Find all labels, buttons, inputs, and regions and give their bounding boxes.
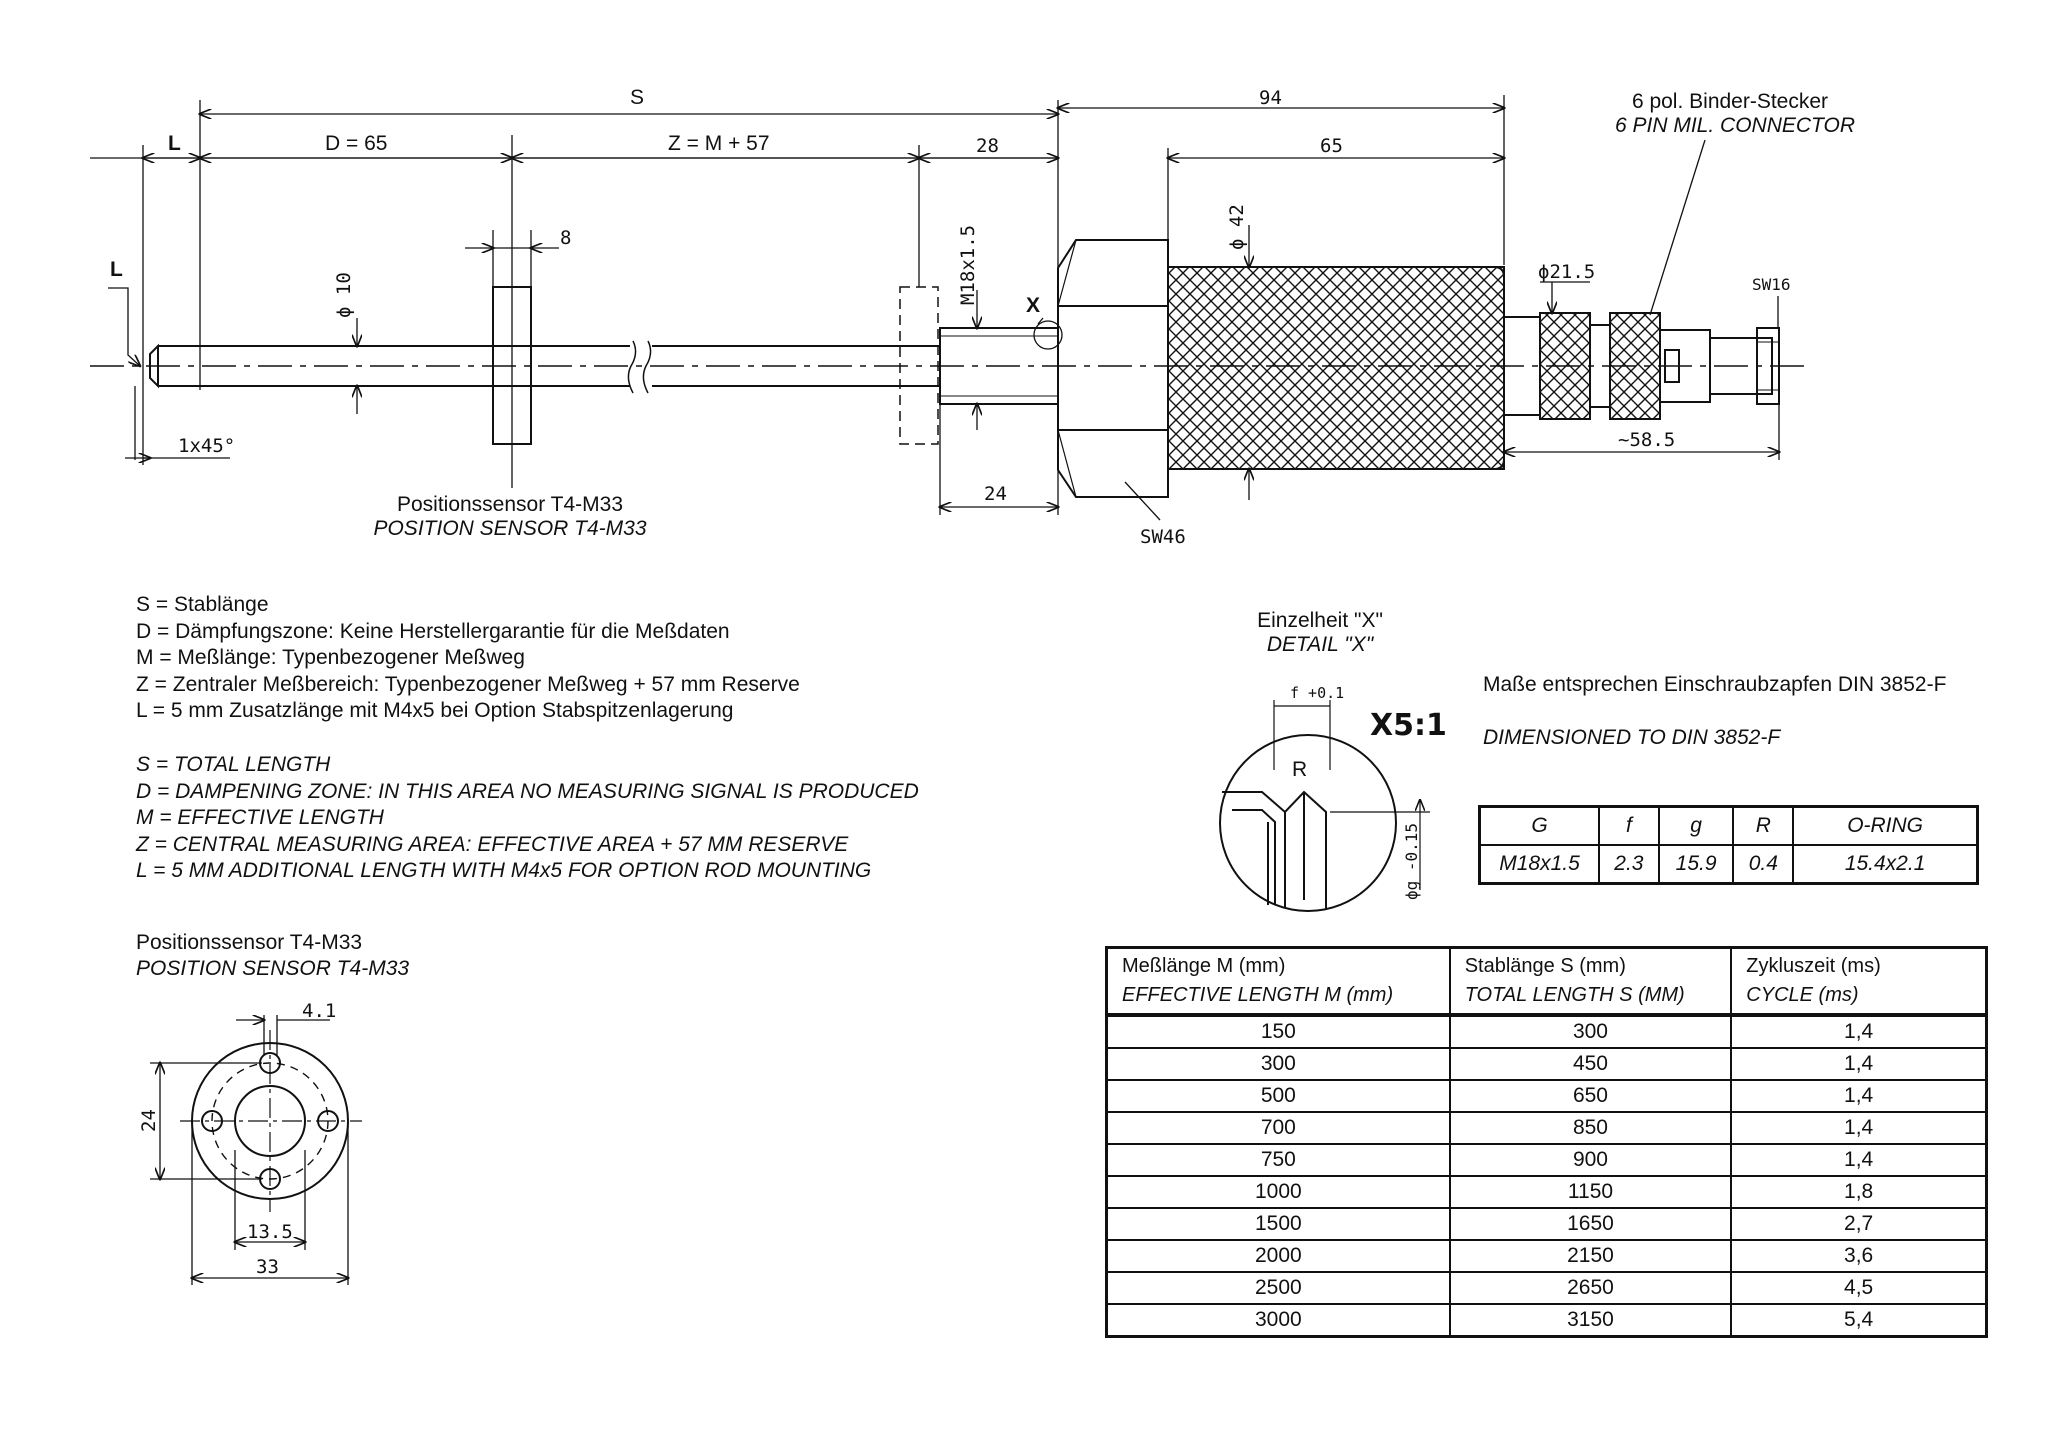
sensor-front-view <box>150 1015 362 1285</box>
ring-header-g2: g <box>1657 805 1735 846</box>
knurled-housing <box>1167 266 1505 470</box>
dim-24: 24 <box>984 483 1007 505</box>
din-note-en: DIMENSIONED TO DIN 3852-F <box>1483 726 1781 749</box>
header-effective-length: Meßlänge M (mm) EFFECTIVE LENGTH M (mm) <box>1105 946 1451 1016</box>
dim-28: 28 <box>976 135 999 157</box>
dim-l: L <box>168 132 181 155</box>
front-dim-33: 33 <box>256 1256 279 1278</box>
table-row: M18x1.5 2.3 15.9 0.4 15.4x2.1 <box>1478 844 1979 885</box>
dim-z: Z = M + 57 <box>668 132 770 155</box>
dim-m18: M18x1.5 <box>957 225 979 305</box>
dim-58: ~58.5 <box>1618 429 1675 451</box>
hex-nut <box>1057 239 1169 498</box>
dim-d: D = 65 <box>325 132 387 155</box>
detail-scale: X5:1 <box>1370 708 1447 743</box>
header-total-length: Stablänge S (mm) TOTAL LENGTH S (MM) <box>1448 946 1733 1016</box>
ring-header-oring: O-RING <box>1792 805 1979 846</box>
legend-english: S = TOTAL LENGTH D = DAMPENING ZONE: IN … <box>136 753 919 882</box>
detail-r-label: R <box>1292 758 1307 781</box>
ring-header-r: R <box>1732 805 1795 846</box>
dim-sw16: SW16 <box>1752 275 1791 294</box>
sensor-label: Positionssensor T4-M33 POSITION SENSOR T… <box>373 493 647 540</box>
front-view-title: Positionssensor T4-M33 POSITION SENSOR T… <box>136 931 410 980</box>
sensor-rod <box>149 340 940 394</box>
dim-l-tip: L <box>110 258 123 281</box>
dim-phi10: ϕ 10 <box>333 272 355 318</box>
legend-german: S = Stablänge D = Dämpfungszone: Keine H… <box>136 593 800 722</box>
connector-label: 6 pol. Binder-Stecker 6 PIN MIL. CONNECT… <box>1615 90 1855 137</box>
dim-chamfer: 1x45° <box>178 435 235 457</box>
dim-8: 8 <box>560 227 571 249</box>
length-table: Meßlänge M (mm) EFFECTIVE LENGTH M (mm) … <box>1105 946 1988 1338</box>
detail-f-label: f +0.1 <box>1290 684 1344 702</box>
connector <box>1503 312 1780 420</box>
front-dim-135: 13.5 <box>247 1221 293 1243</box>
dim-65: 65 <box>1320 135 1343 157</box>
dim-94: 94 <box>1259 87 1282 109</box>
din-note-de: Maße entsprechen Einschraubzapfen DIN 38… <box>1483 673 1947 696</box>
detail-x-marker: X <box>1026 294 1040 317</box>
ring-header-f: f <box>1598 805 1660 846</box>
dim-phi21: ϕ21.5 <box>1538 261 1595 283</box>
ring-header-g: G <box>1478 805 1601 846</box>
dim-sw46: SW46 <box>1140 526 1186 548</box>
dim-phi42: ϕ 42 <box>1226 204 1248 250</box>
detail-g-label: ϕg -0.15 <box>1402 823 1421 900</box>
thread-spec-table: G f g R O-RING M18x1.5 2.3 15.9 0.4 15.4… <box>1478 805 1979 885</box>
front-dim-41: 4.1 <box>302 1000 336 1022</box>
detail-x-view <box>1219 700 1430 912</box>
dim-s: S <box>630 86 644 109</box>
detail-title: Einzelheit "X" DETAIL "X" <box>1257 609 1383 656</box>
header-cycle: Zykluszeit (ms) CYCLE (ms) <box>1730 946 1988 1016</box>
front-dim-24: 24 <box>138 1109 160 1132</box>
